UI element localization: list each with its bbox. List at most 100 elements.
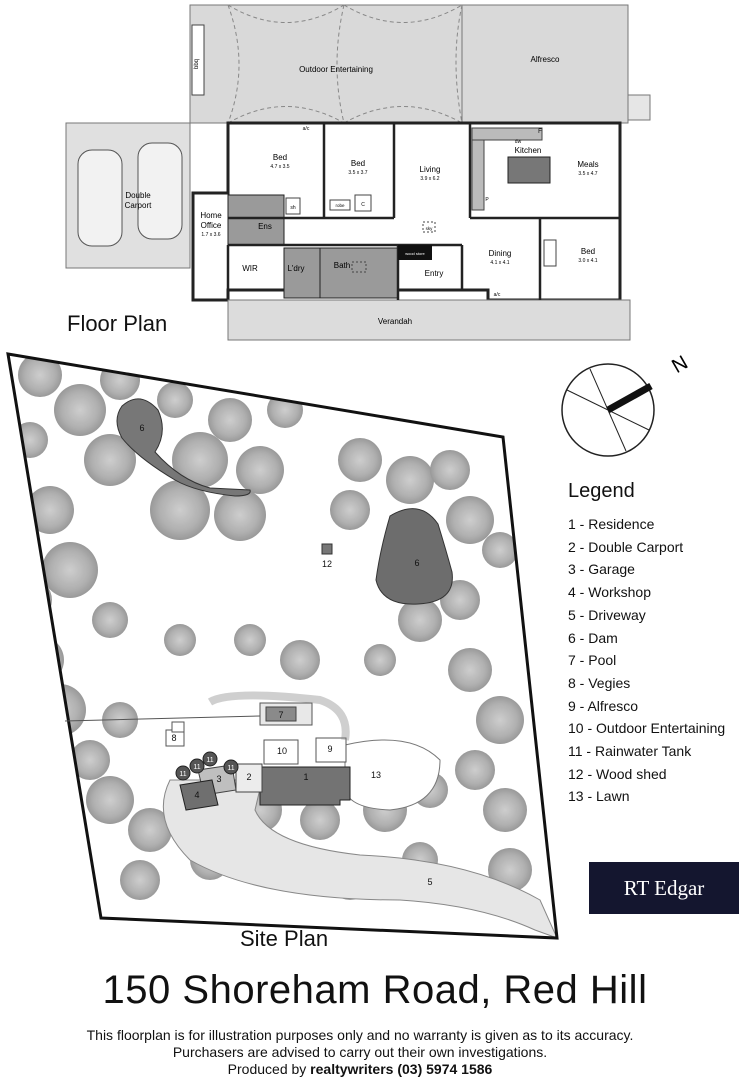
lawn [344, 739, 441, 811]
marker-workshop: 4 [194, 790, 199, 800]
marker-dam: 6 [414, 558, 419, 568]
property-address: 150 Shoreham Road, Red Hill [102, 968, 648, 1012]
legend-item: 11 - Rainwater Tank [568, 743, 692, 760]
room-dims: 3.5 x 3.7 [348, 170, 367, 176]
legend-item: 12 - Wood shed [568, 765, 667, 782]
cupboard [354, 194, 372, 212]
rainwater-tank [189, 758, 205, 774]
wood-store [398, 245, 432, 260]
room-label: Verandah [378, 317, 412, 326]
disclaimer-line: Produced by realtywriters (03) 5974 1586 [0, 1061, 720, 1078]
property-boundary [6, 352, 559, 940]
marker-tank: 11 [227, 765, 234, 772]
legend-item: 10 - Outdoor Entertaining [568, 720, 726, 737]
bbq-bench [191, 24, 205, 96]
marker-vegies: 8 [171, 733, 176, 743]
outdoor-entertaining-area [189, 4, 463, 124]
room-label: Outdoor Entertaining [299, 65, 373, 74]
room-label-line: Home [200, 211, 222, 220]
room-dims: 3.9 x 6.2 [420, 176, 439, 182]
room-label: L'dry [287, 264, 304, 273]
garden-path [207, 691, 350, 741]
marker-residence: 1 [303, 772, 308, 782]
marker-outdoor-entertaining: 10 [277, 746, 287, 756]
cupboard [285, 197, 301, 215]
site-plan-heading: Site Plan [240, 926, 329, 951]
room-dims: 4.1 x 4.1 [490, 260, 509, 266]
floor-plan-heading: Floor Plan [67, 311, 168, 336]
kitchen-island [507, 156, 551, 184]
fixture-ac: a/c [303, 126, 310, 132]
bathroom-area [319, 247, 399, 299]
room-label: Kitchen [515, 146, 542, 155]
fixture-skylight: sky [426, 226, 434, 231]
legend-list: 1 - Residence 2 - Double Carport 3 - Gar… [568, 513, 748, 808]
room-label: Meals [577, 160, 598, 169]
double-carport [235, 763, 263, 793]
internal-boundary [64, 715, 261, 722]
room-dims: 4.7 x 3.5 [270, 164, 289, 170]
legend-item: 13 - Lawn [568, 788, 630, 805]
room-label-line: Carport [125, 201, 152, 210]
wood-shed [321, 543, 333, 555]
producer-company: realtywriters [310, 1061, 394, 1077]
marker-tank: 11 [193, 764, 200, 771]
marker-lawn: 13 [371, 770, 381, 780]
dam [116, 398, 251, 497]
north-label: N [668, 352, 692, 378]
marker-dam: 6 [139, 423, 144, 433]
robe [543, 239, 557, 267]
marker-carport: 2 [246, 772, 251, 782]
legend-title: Legend [568, 480, 635, 502]
pool [265, 706, 297, 722]
fixture-wood-store: wood store [405, 251, 425, 256]
room-label: Bed [273, 153, 287, 162]
fixture-bbq: bbq [194, 59, 200, 69]
room-label: Ens [258, 222, 272, 231]
laundry-area [283, 247, 321, 299]
marker-tank: 11 [206, 757, 213, 764]
north-compass: N [561, 352, 692, 457]
legend-item: 7 - Pool [568, 652, 617, 669]
alfresco [315, 737, 347, 763]
fixture-cupboard: C [361, 202, 365, 208]
fixture-dishwasher: dw [515, 139, 522, 145]
room-label: Dining [489, 249, 512, 258]
rainwater-tank [175, 765, 191, 781]
workshop [179, 779, 219, 811]
legend-item: 3 - Garage [568, 561, 635, 578]
room-dims: 3.5 x 4.7 [578, 171, 597, 177]
kitchen-bench [471, 139, 485, 211]
marker-garage: 3 [216, 774, 221, 784]
fixture-ac: a/c [494, 292, 501, 298]
room-dims: 3.0 x 4.1 [578, 258, 597, 264]
tree-canopy [8, 354, 532, 900]
site-plan: 6 6 12 7 8 10 9 1 2 3 4 11 11 11 11 13 5… [6, 352, 692, 940]
skylight [422, 221, 436, 233]
kitchen-bench [471, 127, 543, 141]
legend-item: 4 - Workshop [568, 584, 651, 601]
room-label: WIR [242, 264, 258, 273]
room-dims: 1.7 x 3.6 [201, 232, 220, 238]
producer-prefix: Produced by [227, 1061, 307, 1077]
legend-item: 1 - Residence [568, 516, 655, 532]
legend-item: 2 - Double Carport [568, 538, 684, 555]
shade-sail-lines [227, 4, 463, 124]
marker-pool: 7 [278, 710, 283, 720]
outdoor-entertaining [263, 739, 299, 765]
producer-phone: (03) 5974 1586 [397, 1061, 493, 1077]
room-label-line: Office [201, 221, 222, 230]
fixture-fridge: F [538, 129, 542, 135]
vegie-bed [171, 721, 185, 733]
disclaimer-line: Purchasers are advised to carry out thei… [172, 1044, 548, 1060]
residence [259, 766, 351, 806]
verandah-area [227, 299, 631, 341]
alfresco-area [461, 4, 629, 124]
disclaimer: This floorplan is for illustration purpo… [0, 1027, 720, 1078]
room-label: Living [420, 165, 441, 174]
room-label: Bath [334, 261, 350, 270]
robe [329, 199, 351, 211]
legend-item: 5 - Driveway [568, 606, 646, 623]
rainwater-tank [202, 751, 218, 767]
